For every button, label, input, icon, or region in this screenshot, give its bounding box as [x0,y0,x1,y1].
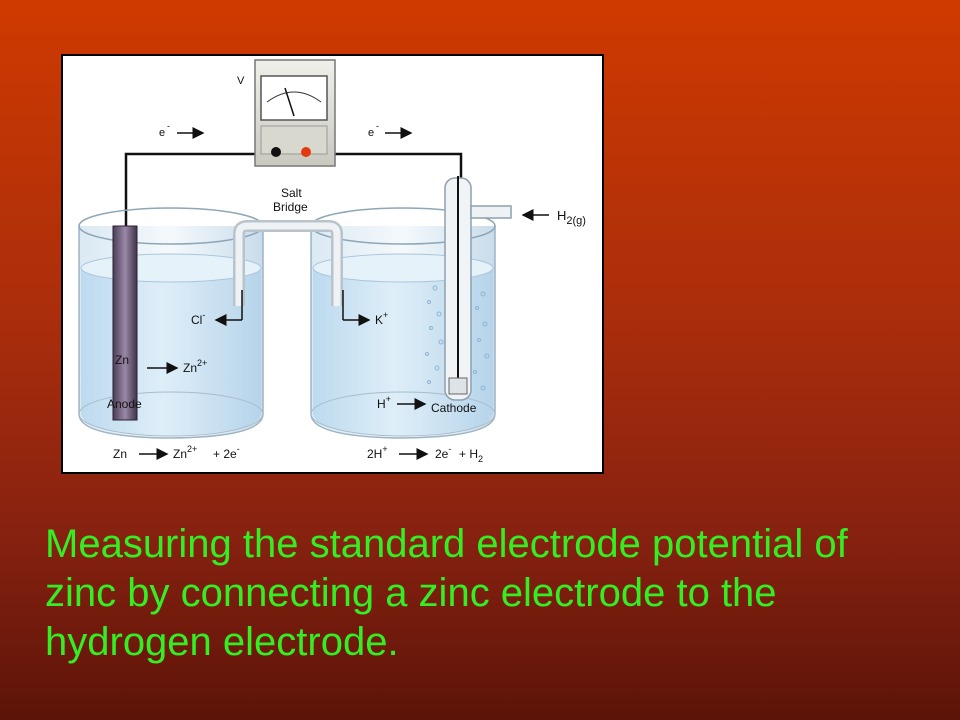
electron-flow-right: e - [368,121,413,139]
cathode-half-equation: 2H+ 2e- + H2 [367,444,483,464]
platinum-plate [448,377,468,395]
voltmeter: V [237,59,336,167]
positive-terminal [301,147,311,157]
voltmeter-needle-icon [284,87,295,117]
salt-bridge-label-line1: Salt [281,186,302,200]
svg-text:-: - [376,121,379,131]
svg-text:-: - [167,121,170,131]
hydrogen-ion-label: H+ [377,394,391,411]
anode-label: Anode [107,397,142,411]
zinc-electrode-label: Zn [115,353,129,367]
hydrogen-bubbles [425,285,490,391]
caption-line-1: Measuring the standard electrode potenti… [45,522,848,566]
zinc-ion-label: Zn2+ [183,358,207,375]
svg-text:Zn: Zn [113,447,127,461]
svg-text:+ 2e-: + 2e- [213,444,240,461]
hydrogen-electrode [444,176,512,401]
zinc-electrode [112,225,138,421]
svg-text:Zn2+: Zn2+ [173,444,197,461]
electrochemical-cell-diagram: V e - e - Salt Bridge [61,54,604,474]
anode-half-equation: Zn Zn2+ + 2e- [113,444,240,461]
potassium-label: K+ [375,310,388,327]
slide-caption: Measuring the standard electrode potenti… [45,520,925,667]
hydrogen-gas-label: H2(g) [557,208,586,227]
electron-flow-left: e - [159,121,205,139]
svg-text:2e-: 2e- [435,444,451,461]
electron-right-label: e [368,127,374,139]
svg-text:+ H2: + H2 [459,447,483,464]
caption-line-3: hydrogen electrode. [45,620,399,664]
electron-left-label: e [159,127,165,139]
cathode-label: Cathode [431,401,477,415]
caption-line-2: zinc by connecting a zinc electrode to t… [45,571,777,615]
voltmeter-label: V [237,75,245,87]
chloride-label: Cl- [191,310,205,327]
negative-terminal [271,147,281,157]
cell-svg: V e - e - Salt Bridge [78,59,586,464]
salt-bridge-label-line2: Bridge [273,200,308,214]
svg-text:2H+: 2H+ [367,444,388,461]
